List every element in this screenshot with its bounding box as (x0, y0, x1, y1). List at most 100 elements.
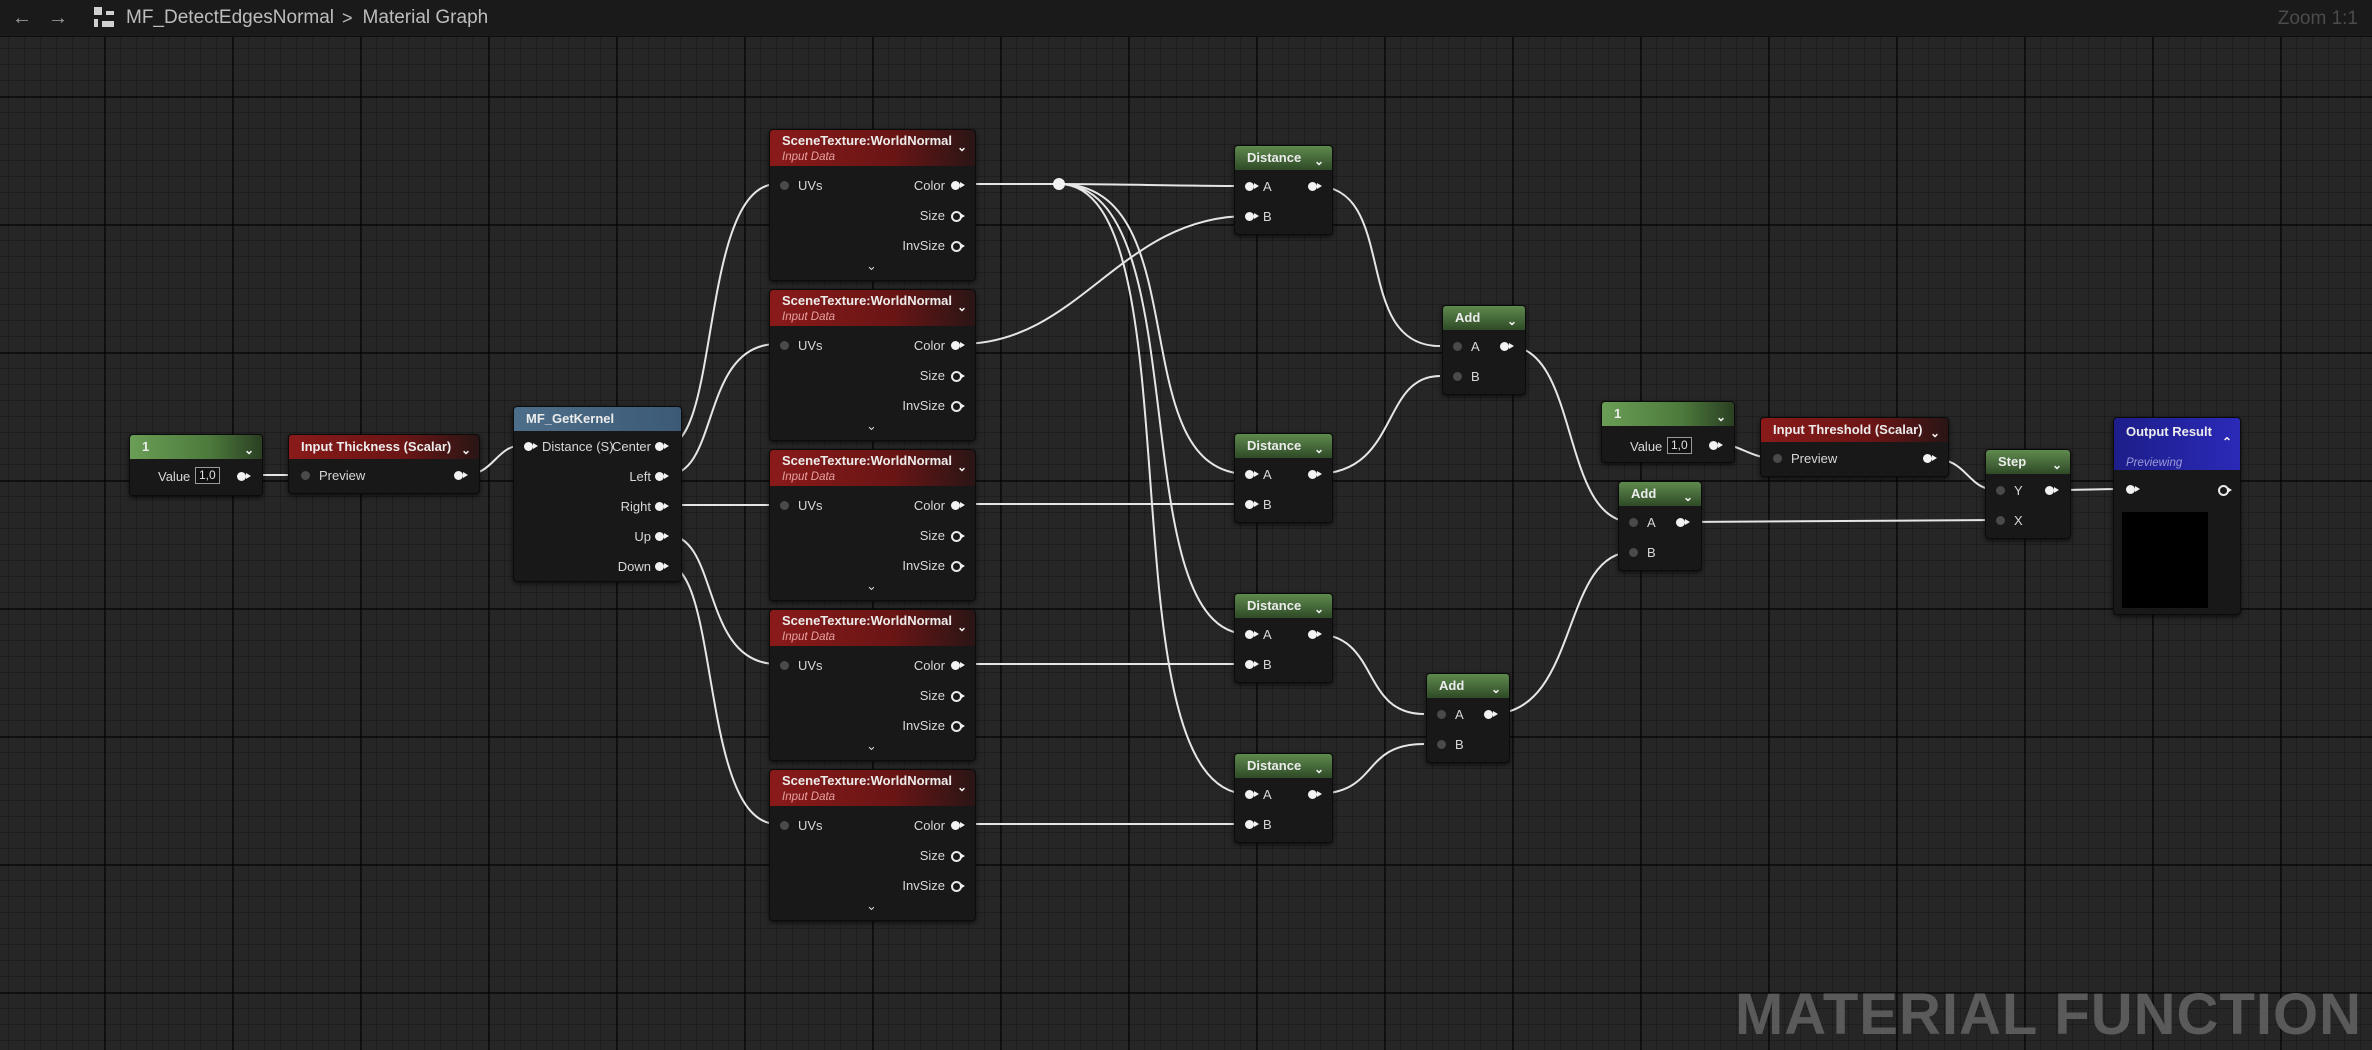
chevron-down-icon[interactable]: ⌄ (460, 443, 471, 457)
output-pin[interactable] (454, 471, 468, 480)
y-input-pin[interactable] (1996, 486, 2005, 495)
b-input-pin[interactable] (1629, 548, 1638, 557)
arrow-right-icon[interactable]: → (48, 6, 68, 29)
chevron-down-icon[interactable]: ⌄ (1506, 314, 1517, 328)
chevron-down-icon[interactable]: ⌄ (956, 460, 967, 474)
distance-node[interactable]: Distance⌄ A B (1234, 433, 1333, 523)
expand-chevron-icon[interactable]: ⌄ (866, 258, 877, 273)
uvs-input-pin[interactable] (780, 501, 789, 510)
chevron-down-icon[interactable]: ⌄ (2051, 458, 2062, 472)
down-output-pin[interactable] (655, 562, 669, 571)
color-output-pin[interactable] (951, 181, 965, 190)
size-output-pin[interactable] (951, 531, 965, 542)
chevron-down-icon[interactable]: ⌄ (1313, 602, 1324, 616)
uvs-input-pin[interactable] (780, 821, 789, 830)
preview-input-pin[interactable] (1773, 454, 1782, 463)
b-input-pin[interactable] (1245, 212, 1259, 221)
color-output-pin[interactable] (951, 821, 965, 830)
uvs-input-pin[interactable] (780, 181, 789, 190)
invsize-output-pin[interactable] (951, 401, 965, 412)
node-header[interactable]: Distance⌄ (1235, 754, 1332, 778)
distance-node[interactable]: Distance⌄ A B (1234, 145, 1333, 235)
b-input-pin[interactable] (1245, 500, 1259, 509)
node-header[interactable]: Distance⌄ (1235, 146, 1332, 170)
chevron-up-icon[interactable]: ⌃ (2221, 435, 2232, 449)
chevron-down-icon[interactable]: ⌄ (243, 443, 254, 457)
expand-chevron-icon[interactable]: ⌄ (866, 418, 877, 433)
step-node[interactable]: Step⌄ Y X (1985, 449, 2071, 539)
invsize-output-pin[interactable] (951, 561, 965, 572)
chevron-down-icon[interactable]: ⌄ (956, 300, 967, 314)
add-node[interactable]: Add⌄ A B (1426, 673, 1510, 763)
input-node-threshold[interactable]: Input Threshold (Scalar)⌄ Preview (1760, 417, 1949, 477)
chevron-down-icon[interactable]: ⌄ (1490, 682, 1501, 696)
output-pin[interactable] (1500, 342, 1514, 351)
result-output-pin[interactable] (2218, 485, 2232, 496)
expand-chevron-icon[interactable]: ⌄ (866, 898, 877, 913)
add-node-final[interactable]: Add⌄ A B (1618, 481, 1702, 571)
node-header[interactable]: Add⌄ (1443, 306, 1525, 330)
result-input-pin[interactable] (2126, 485, 2140, 494)
uvs-input-pin[interactable] (780, 661, 789, 670)
uvs-input-pin[interactable] (780, 341, 789, 350)
node-header[interactable]: 1⌄ (1602, 402, 1734, 426)
b-input-pin[interactable] (1437, 740, 1446, 749)
breadcrumb-graph[interactable]: Material Graph (362, 7, 489, 28)
a-input-pin[interactable] (1437, 710, 1446, 719)
a-input-pin[interactable] (1629, 518, 1638, 527)
size-output-pin[interactable] (951, 851, 965, 862)
size-output-pin[interactable] (951, 691, 965, 702)
a-input-pin[interactable] (1245, 470, 1259, 479)
b-input-pin[interactable] (1453, 372, 1462, 381)
chevron-down-icon[interactable]: ⌄ (1313, 442, 1324, 456)
color-output-pin[interactable] (951, 501, 965, 510)
breadcrumb-asset[interactable]: MF_DetectEdgesNormal (126, 7, 335, 28)
node-header[interactable]: Input Threshold (Scalar)⌄ (1761, 418, 1948, 442)
a-input-pin[interactable] (1245, 182, 1259, 191)
output-pin[interactable] (237, 472, 251, 481)
expand-chevron-icon[interactable]: ⌄ (866, 738, 877, 753)
a-input-pin[interactable] (1245, 630, 1259, 639)
color-output-pin[interactable] (951, 661, 965, 670)
output-pin[interactable] (1308, 182, 1322, 191)
chevron-down-icon[interactable]: ⌄ (956, 620, 967, 634)
invsize-output-pin[interactable] (951, 721, 965, 732)
chevron-down-icon[interactable]: ⌄ (1682, 490, 1693, 504)
color-output-pin[interactable] (951, 341, 965, 350)
chevron-down-icon[interactable]: ⌄ (1929, 426, 1940, 440)
distance-node[interactable]: Distance⌄ A B (1234, 753, 1333, 843)
add-node[interactable]: Add⌄ A B (1442, 305, 1526, 395)
center-output-pin[interactable] (655, 442, 669, 451)
preview-input-pin[interactable] (301, 471, 310, 480)
node-header[interactable]: Distance⌄ (1235, 594, 1332, 618)
chevron-down-icon[interactable]: ⌄ (1715, 410, 1726, 424)
up-output-pin[interactable] (655, 532, 669, 541)
input-node-thickness[interactable]: Input Thickness (Scalar)⌄ Preview (288, 434, 480, 494)
invsize-output-pin[interactable] (951, 881, 965, 892)
constant-node-thickness[interactable]: 1⌄ Value 1,0 (129, 434, 263, 496)
output-pin[interactable] (2045, 486, 2059, 495)
chevron-down-icon[interactable]: ⌄ (1313, 154, 1324, 168)
invsize-output-pin[interactable] (951, 241, 965, 252)
node-header[interactable]: Input Thickness (Scalar)⌄ (289, 435, 479, 459)
arrow-left-icon[interactable]: ← (12, 6, 32, 29)
value-field[interactable]: 1,0 (1667, 437, 1692, 454)
size-output-pin[interactable] (951, 371, 965, 382)
value-field[interactable]: 1,0 (195, 467, 220, 484)
output-pin[interactable] (1484, 710, 1498, 719)
node-header[interactable]: Add⌄ (1427, 674, 1509, 698)
b-input-pin[interactable] (1245, 820, 1259, 829)
node-header[interactable]: Distance⌄ (1235, 434, 1332, 458)
a-input-pin[interactable] (1245, 790, 1259, 799)
